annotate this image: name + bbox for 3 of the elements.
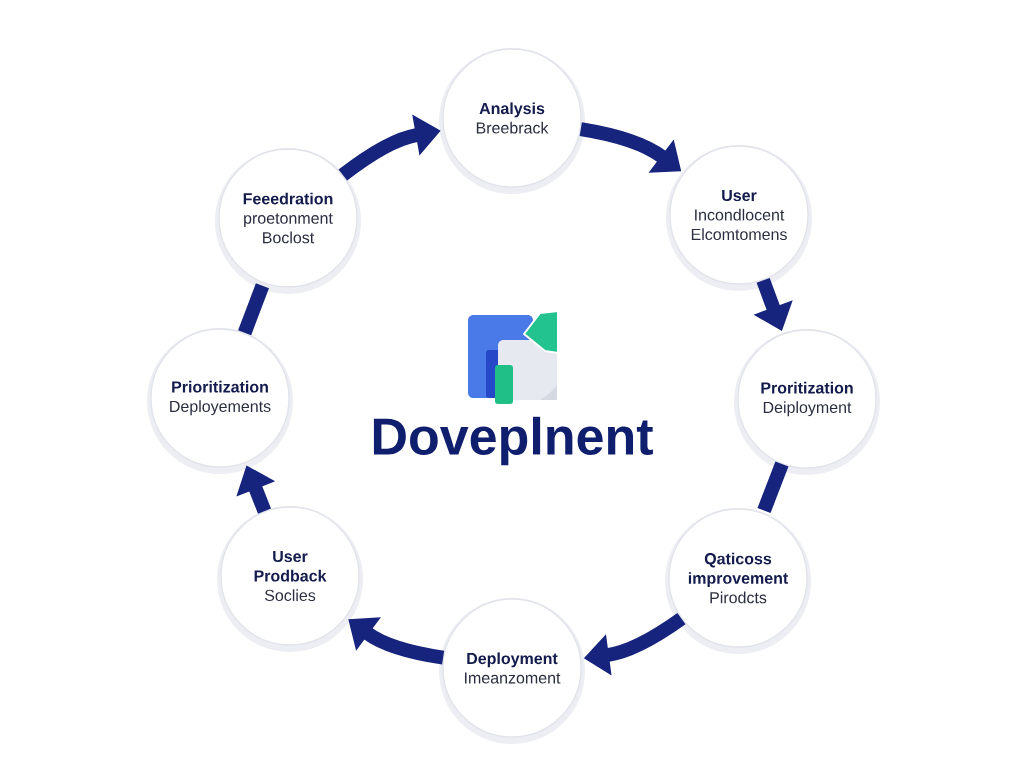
connector-line	[238, 283, 269, 336]
title: Doveplnent	[373, 416, 653, 466]
connector-line	[757, 461, 789, 514]
